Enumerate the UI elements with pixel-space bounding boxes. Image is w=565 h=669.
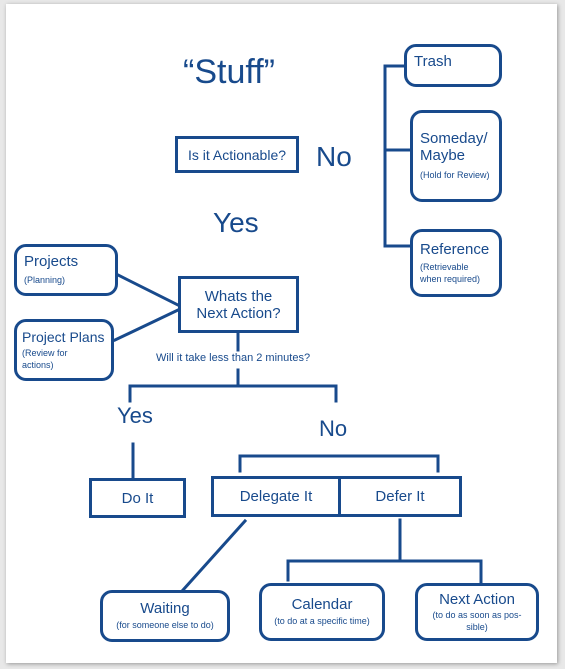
two-minute-bracket [128,384,338,403]
next-action-outcome-title: Next Action [439,591,515,609]
calendar-box: Calendar (to do at a specific time) [259,583,385,641]
two-minute-question: Will it take less than 2 minutes? [156,352,311,364]
project-plans-title: Project Plans [22,329,105,346]
reference-title: Reference [420,241,490,259]
next-action-question-label: Whats the Next Action? [196,287,281,322]
do-it-label: Do It [121,489,154,507]
project-plans-box: Project Plans (Review for actions) [14,319,114,381]
calendar-title: Calendar [291,596,353,614]
defer-bracket [286,559,483,584]
reference-note: (Retrievable when required) [420,262,481,284]
actionable-no-label: No [316,141,352,172]
someday-maybe-title: Someday/ Maybe [420,130,488,165]
projects-connector [115,272,181,308]
waiting-title: Waiting [140,600,190,618]
calendar-note: (to do at a specific time) [274,616,370,627]
two-minute-no-label: No [319,416,348,441]
projects-note: (Planning) [24,275,66,286]
waiting-note: (for someone else to do) [116,620,214,631]
reference-box: Reference (Retrievable when required) [410,229,502,297]
delegate-it-box: Delegate It [211,476,341,517]
next-action-outcome-note: (to do as soon as pos- sible) [432,610,522,632]
someday-maybe-note: (Hold for Review) [420,170,490,181]
someday-maybe-box: Someday/ Maybe (Hold for Review) [410,110,502,202]
actionable-yes-label: Yes [213,207,259,238]
delegate-to-waiting [180,518,248,593]
waiting-box: Waiting (for someone else to do) [100,590,230,642]
no-bracket [238,454,440,473]
next-action-outcome-box: Next Action (to do as soon as pos- sible… [415,583,539,641]
actionable-question-label: Is it Actionable? [187,146,287,163]
delegate-it-label: Delegate It [239,488,313,505]
two-minute-yes-label: Yes [117,403,153,428]
project-plans-note: (Review for actions) [22,348,68,370]
projects-title: Projects [24,253,79,271]
defer-it-box: Defer It [338,476,462,517]
do-it-box: Do It [89,478,186,518]
trash-box: Trash [404,44,502,87]
next-action-question-box: Whats the Next Action? [178,276,299,333]
defer-it-label: Defer It [375,488,425,505]
page-title: “Stuff” [183,53,275,91]
actionable-question-box: Is it Actionable? [175,136,299,173]
projects-box: Projects (Planning) [14,244,118,296]
trash-title: Trash [414,53,452,70]
project-plans-connector [113,308,180,342]
